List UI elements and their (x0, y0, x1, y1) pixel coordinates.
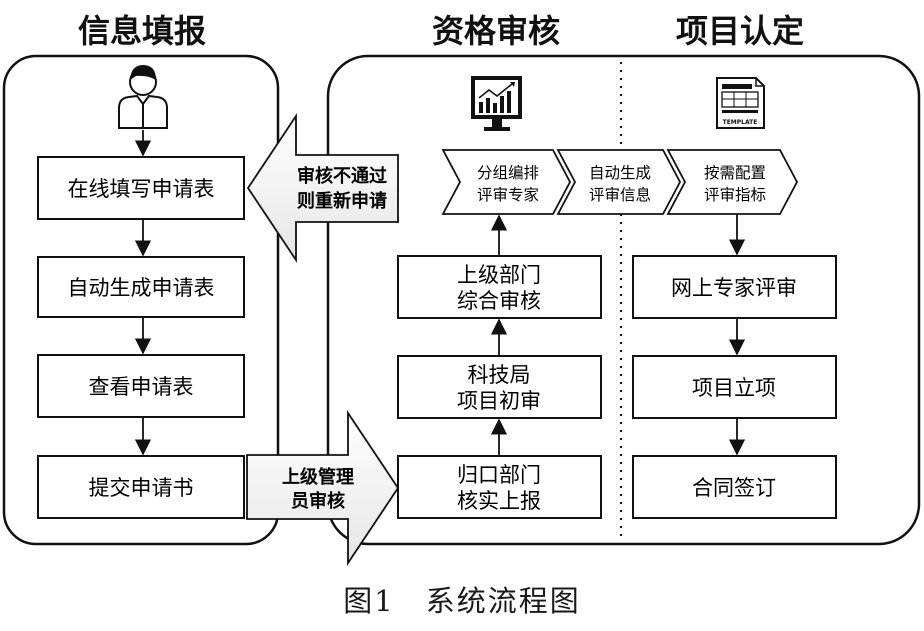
right-step-box-3: 合同签订 (632, 455, 837, 519)
template-icon-label: TEMPLATE (723, 119, 758, 126)
chevron-2-label-1: 自动生成 (589, 164, 651, 182)
section-title-qualification-review: 资格审核 (432, 12, 560, 50)
left-step-box-3: 查看申请表 (37, 354, 245, 418)
left-step-label-3: 查看申请表 (89, 375, 194, 399)
middle-step-top-label-2: 综合审核 (457, 289, 541, 313)
chevron-3-label-1: 按需配置 (704, 164, 766, 182)
chevron-1: 分组编排 评审专家 (441, 149, 572, 215)
chevron-2-label-2: 评审信息 (589, 186, 651, 204)
middle-step-top-label-1: 上级部门 (457, 263, 541, 287)
reject-arrow-label-2: 则重新申请 (297, 190, 387, 212)
middle-step-box-bottom: 归口部门 核实上报 (397, 455, 602, 519)
chevron-3-label-2: 评审指标 (704, 186, 766, 204)
chevron-1-label-2: 评审专家 (477, 186, 539, 204)
person-icon (118, 65, 168, 129)
submit-arrow (246, 410, 400, 566)
right-step-box-1: 网上专家评审 (632, 255, 837, 319)
monitor-chart-icon (471, 76, 522, 131)
right-step-box-2: 项目立项 (632, 355, 837, 419)
right-step-label-3: 合同签订 (692, 476, 776, 500)
left-step-label-1: 在线填写申请表 (68, 177, 215, 201)
section-title-info-fill: 信息填报 (78, 12, 206, 50)
right-step-label-2: 项目立项 (692, 376, 776, 400)
middle-step-mid-label-1: 科技局 (468, 363, 531, 387)
middle-step-box-mid: 科技局 项目初审 (397, 355, 602, 419)
left-step-box-1: 在线填写申请表 (37, 156, 245, 220)
submit-arrow-label-2: 员审核 (291, 490, 345, 512)
chevron-2: 自动生成 评审信息 (556, 149, 682, 215)
reject-arrow (246, 113, 399, 263)
middle-step-bottom-label-2: 核实上报 (457, 489, 541, 513)
left-step-box-2: 自动生成申请表 (37, 256, 245, 318)
middle-step-bottom-label-1: 归口部门 (457, 463, 541, 487)
reject-arrow-label-1: 审核不通过 (297, 165, 387, 187)
submit-arrow-label-1: 上级管理 (282, 466, 354, 488)
chevron-3: 按需配置 评审指标 (666, 149, 799, 215)
template-document-icon: TEMPLATE (716, 77, 765, 129)
left-step-box-4: 提交申请书 (37, 455, 245, 519)
left-step-label-2: 自动生成申请表 (68, 276, 215, 300)
middle-step-box-top: 上级部门 综合审核 (397, 255, 602, 319)
left-step-label-4: 提交申请书 (89, 476, 194, 500)
section-title-project-approval: 项目认定 (676, 12, 804, 50)
right-step-label-1: 网上专家评审 (671, 276, 797, 300)
figure-caption: 图1 系统流程图 (343, 584, 581, 618)
chevron-1-label-1: 分组编排 (477, 164, 539, 182)
middle-step-mid-label-2: 项目初审 (457, 389, 541, 413)
